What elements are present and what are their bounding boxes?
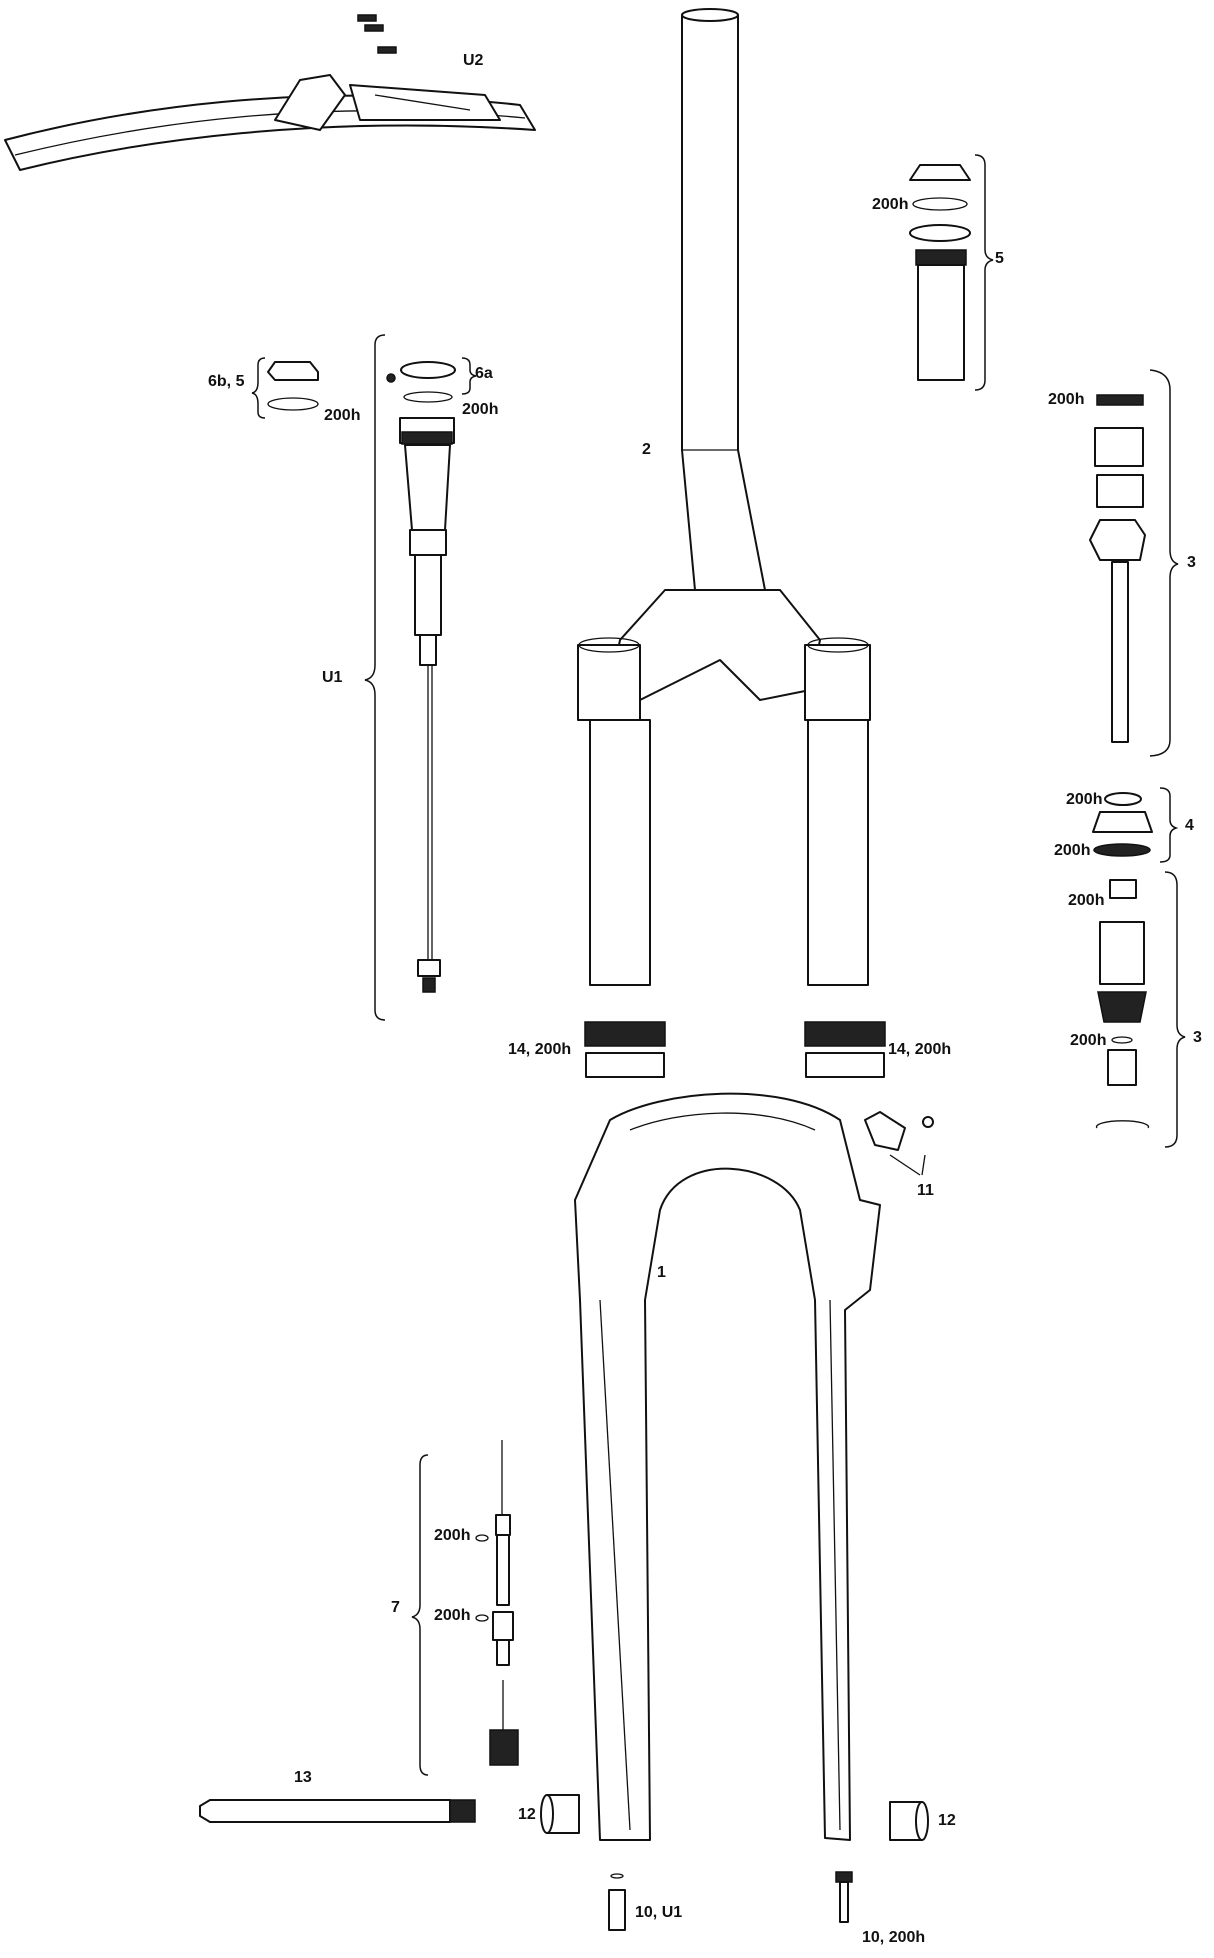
callout-3-lower: 3 — [1193, 1029, 1202, 1046]
callout-6b-5: 6b, 5 — [208, 373, 245, 390]
callout-5: 5 — [995, 250, 1004, 267]
bolt-10-u1 — [608, 1873, 626, 1931]
brace-6a — [461, 357, 477, 395]
part-4-assembly — [1092, 792, 1153, 857]
brace-3-lower — [1164, 871, 1186, 1148]
callout-3-upper: 3 — [1187, 554, 1196, 571]
part-7-assembly — [475, 1440, 519, 1766]
callout-200h-3b: 200h — [1070, 1032, 1107, 1049]
brace-4 — [1159, 787, 1179, 863]
bushing-left-14 — [584, 1021, 666, 1078]
callout-7: 7 — [391, 1599, 400, 1616]
callout-12-right: 12 — [938, 1812, 956, 1829]
callout-200h-7b: 200h — [434, 1607, 471, 1624]
callout-200h-6a: 200h — [462, 401, 499, 418]
callout-200h-7a: 200h — [434, 1527, 471, 1544]
fender-part-u2 — [4, 14, 536, 171]
brace-u1 — [364, 334, 386, 1021]
callout-200h-6: 200h — [324, 407, 361, 424]
callout-u2: U2 — [463, 52, 484, 69]
part-5-assembly — [909, 164, 971, 381]
callout-14-left: 14, 200h — [508, 1041, 572, 1058]
steerer-crown-part-2 — [577, 8, 871, 986]
callout-2: 2 — [642, 441, 651, 458]
callout-200h-5: 200h — [872, 196, 909, 213]
callout-200h-3a: 200h — [1068, 892, 1105, 909]
callout-200h-4a: 200h — [1066, 791, 1103, 808]
part-3-lower-assembly — [1095, 879, 1150, 1129]
callout-1: 1 — [657, 1264, 666, 1281]
top-cap-6b — [267, 361, 319, 411]
callout-u1: U1 — [322, 669, 343, 686]
endcap-left-12 — [540, 1794, 580, 1834]
brace-7 — [411, 1454, 429, 1776]
callout-13: 13 — [294, 1769, 312, 1786]
axle-part-13 — [199, 1799, 476, 1823]
callout-6a: 6a — [475, 365, 493, 382]
callout-200h-4b: 200h — [1054, 842, 1091, 859]
bolt-10-200h — [835, 1871, 853, 1923]
bushing-right-14 — [804, 1021, 886, 1078]
damper-assembly-u1 — [386, 361, 456, 993]
callout-12-left: 12 — [518, 1806, 536, 1823]
lower-leg-part-1 — [574, 1092, 881, 1841]
part-3-upper-assembly — [1089, 394, 1146, 743]
brace-5 — [974, 154, 994, 391]
callout-10-200h: 10, 200h — [862, 1929, 926, 1946]
callout-200h-3-top: 200h — [1048, 391, 1085, 408]
callout-10-u1: 10, U1 — [635, 1904, 683, 1921]
callout-11: 11 — [917, 1182, 934, 1199]
brace-3-upper — [1149, 369, 1179, 757]
part-11-clip — [864, 1111, 934, 1176]
endcap-right-12 — [889, 1801, 929, 1841]
brace-6b — [251, 357, 266, 419]
callout-4: 4 — [1185, 817, 1194, 834]
callout-14-right: 14, 200h — [888, 1041, 952, 1058]
